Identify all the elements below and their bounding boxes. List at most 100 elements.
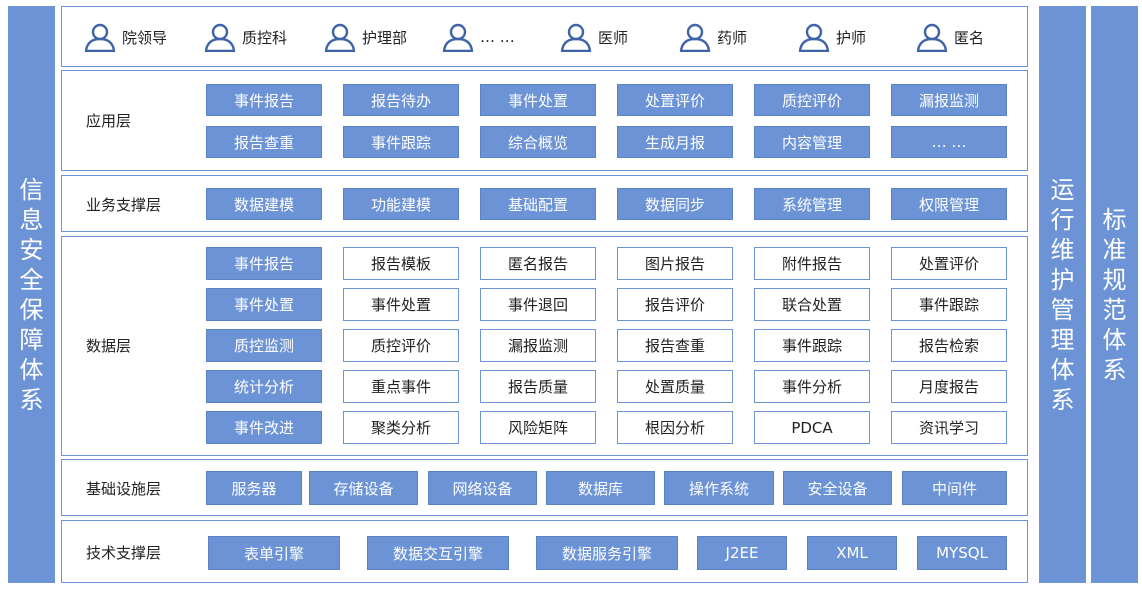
business-support-layer: 业务支撑层 数据建模 功能建模 基础配置 数据同步 系统管理 权限管理 — [61, 175, 1028, 232]
application-layer-label: 应用层 — [86, 112, 132, 130]
data-layer-label: 数据层 — [86, 337, 132, 355]
data-cell: 报告模板 — [343, 247, 459, 280]
user-icon — [204, 23, 236, 52]
infra-os: 操作系统 — [664, 471, 774, 505]
user-item: 药师 — [677, 21, 747, 53]
data-cell: 附件报告 — [754, 247, 870, 280]
tech-form-engine: 表单引擎 — [208, 536, 340, 570]
user-item: 院领导 — [82, 21, 167, 53]
data-cell: 事件分析 — [754, 370, 870, 403]
user-label: 药师 — [717, 28, 748, 47]
user-item: 质控科 — [202, 21, 287, 53]
data-cell: 事件退回 — [480, 288, 596, 321]
user-item: … … — [440, 21, 515, 53]
data-cell: 聚类分析 — [343, 411, 459, 444]
standard-spec-system-label: 标准规范体系 — [1102, 205, 1127, 384]
ops-maintenance-system-bar: 运行维护管理体系 — [1039, 6, 1086, 583]
user-label: 匿名 — [954, 28, 985, 47]
module-overview: 综合概览 — [480, 126, 596, 158]
infra-network: 网络设备 — [428, 471, 537, 505]
data-category-cell: 质控监测 — [206, 329, 322, 362]
module-event-tracking: 事件跟踪 — [343, 126, 459, 158]
module-event-handling: 事件处置 — [480, 84, 596, 116]
data-cell: 报告质量 — [480, 370, 596, 403]
info-security-system-bar: 信息安全保障体系 — [8, 6, 55, 583]
user-label: … … — [480, 28, 515, 46]
module-qc-evaluation: 质控评价 — [754, 84, 870, 116]
module-monthly-report: 生成月报 — [617, 126, 733, 158]
ops-maintenance-system-label: 运行维护管理体系 — [1050, 175, 1075, 414]
module-handling-evaluation: 处置评价 — [617, 84, 733, 116]
application-layer: 应用层 事件报告 报告待办 事件处置 处置评价 质控评价 漏报监测 报告查重 事… — [61, 70, 1028, 171]
data-category-cell: 事件改进 — [206, 411, 322, 444]
data-cell: 事件跟踪 — [754, 329, 870, 362]
data-cell: 联合处置 — [754, 288, 870, 321]
data-cell: 资讯学习 — [891, 411, 1007, 444]
tech-j2ee: J2EE — [697, 536, 787, 570]
data-cell: 根因分析 — [617, 411, 733, 444]
module-more: … … — [891, 126, 1007, 158]
data-cell: 报告评价 — [617, 288, 733, 321]
user-icon — [798, 23, 830, 52]
standard-spec-system-bar: 标准规范体系 — [1091, 6, 1138, 583]
user-item: 护师 — [796, 21, 866, 53]
user-icon — [679, 23, 711, 52]
data-cell: 报告检索 — [891, 329, 1007, 362]
module-permission-management: 权限管理 — [891, 188, 1007, 220]
user-label: 质控科 — [242, 28, 288, 47]
data-category-cell: 统计分析 — [206, 370, 322, 403]
module-report-todo: 报告待办 — [343, 84, 459, 116]
data-cell: 图片报告 — [617, 247, 733, 280]
module-content-management: 内容管理 — [754, 126, 870, 158]
user-icon — [916, 23, 948, 52]
user-label: 护理部 — [362, 28, 408, 47]
infra-database: 数据库 — [546, 471, 655, 505]
tech-data-exchange-engine: 数据交互引擎 — [367, 536, 509, 570]
data-cell: 处置质量 — [617, 370, 733, 403]
user-icon — [560, 23, 592, 52]
data-cell: 处置评价 — [891, 247, 1007, 280]
data-cell: 月度报告 — [891, 370, 1007, 403]
module-system-management: 系统管理 — [754, 188, 870, 220]
data-layer: 数据层 事件报告 报告模板 匿名报告 图片报告 附件报告 处置评价 事件处置 事… — [61, 236, 1028, 456]
users-panel: 院领导 质控科 护理部 … … 医师 药师 护师 匿名 — [61, 6, 1028, 67]
tech-xml: XML — [807, 536, 897, 570]
tech-support-layer: 技术支撑层 表单引擎 数据交互引擎 数据服务引擎 J2EE XML MYSQL — [61, 520, 1028, 583]
tech-mysql: MYSQL — [917, 536, 1007, 570]
module-missed-report-monitoring: 漏报监测 — [891, 84, 1007, 116]
data-category-cell: 事件处置 — [206, 288, 322, 321]
data-category-cell: 事件报告 — [206, 247, 322, 280]
data-cell: 事件处置 — [343, 288, 459, 321]
module-basic-config: 基础配置 — [480, 188, 596, 220]
user-label: 院领导 — [122, 28, 168, 47]
data-cell: PDCA — [754, 411, 870, 444]
infrastructure-layer-label: 基础设施层 — [86, 480, 162, 498]
user-item: 匿名 — [914, 21, 984, 53]
data-cell: 重点事件 — [343, 370, 459, 403]
tech-data-service-engine: 数据服务引擎 — [536, 536, 678, 570]
data-cell: 匿名报告 — [480, 247, 596, 280]
user-icon — [442, 23, 474, 52]
data-cell: 漏报监测 — [480, 329, 596, 362]
data-cell: 报告查重 — [617, 329, 733, 362]
data-cell: 事件跟踪 — [891, 288, 1007, 321]
user-item: 护理部 — [322, 21, 407, 53]
user-label: 医师 — [598, 28, 629, 47]
infrastructure-layer: 基础设施层 服务器 存储设备 网络设备 数据库 操作系统 安全设备 中间件 — [61, 459, 1028, 516]
business-support-layer-label: 业务支撑层 — [86, 196, 162, 214]
data-cell: 风险矩阵 — [480, 411, 596, 444]
infra-storage: 存储设备 — [309, 471, 418, 505]
tech-support-layer-label: 技术支撑层 — [86, 544, 162, 562]
data-cell: 质控评价 — [343, 329, 459, 362]
user-icon — [84, 23, 116, 52]
infra-security-device: 安全设备 — [783, 471, 892, 505]
module-data-sync: 数据同步 — [617, 188, 733, 220]
info-security-system-label: 信息安全保障体系 — [19, 175, 44, 414]
user-label: 护师 — [836, 28, 867, 47]
infra-middleware: 中间件 — [902, 471, 1007, 505]
module-report-duplicate-check: 报告查重 — [206, 126, 322, 158]
module-event-report: 事件报告 — [206, 84, 322, 116]
user-icon — [324, 23, 356, 52]
infra-server: 服务器 — [206, 471, 302, 505]
module-function-modeling: 功能建模 — [343, 188, 459, 220]
